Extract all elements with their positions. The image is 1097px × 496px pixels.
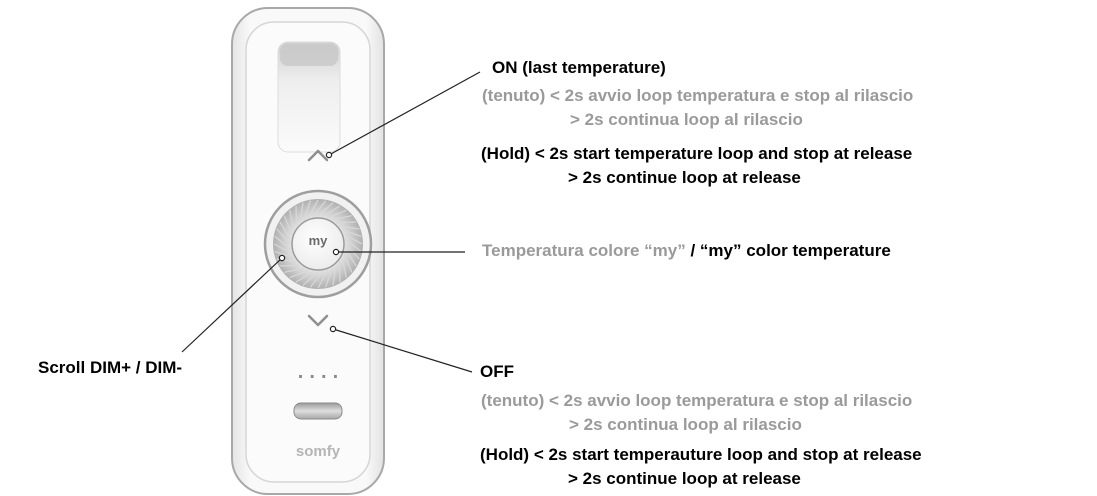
channel-indicator-dots: · · · · bbox=[297, 367, 338, 386]
wheel-groove bbox=[345, 238, 362, 253]
leader-dot-on bbox=[325, 151, 333, 159]
wheel-groove bbox=[302, 271, 319, 286]
leader-line-on bbox=[328, 71, 481, 156]
off-italian-line-2: > 2s continua loop al rilascio bbox=[569, 415, 802, 434]
leader-line-off bbox=[332, 328, 473, 373]
wheel-groove bbox=[284, 267, 305, 273]
wheel-groove bbox=[317, 202, 334, 217]
leader-line-scroll bbox=[181, 257, 283, 353]
wheel-groove bbox=[325, 268, 333, 288]
wheel-groove bbox=[273, 243, 292, 255]
wheel-groove bbox=[322, 205, 341, 217]
wheel-groove bbox=[295, 271, 314, 283]
leader-dot-scroll bbox=[278, 254, 286, 262]
remote-control: my · · · · somfy bbox=[231, 7, 385, 495]
brand-logo: somfy bbox=[296, 443, 341, 460]
wheel-groove bbox=[295, 205, 298, 227]
wheel-groove bbox=[343, 253, 353, 273]
wheel-groove bbox=[342, 229, 362, 237]
wheel-groove bbox=[332, 265, 337, 286]
wheel-groove bbox=[344, 233, 363, 245]
remote-window-shade bbox=[280, 44, 338, 66]
off-english-line-2: > 2s continue loop at release bbox=[568, 469, 801, 488]
wheel-groove bbox=[289, 269, 309, 279]
wheel-groove bbox=[309, 271, 324, 288]
wheel-groove bbox=[274, 251, 294, 259]
on-title: ON (last temperature) bbox=[492, 58, 666, 77]
on-english-line-2: > 2s continue loop at release bbox=[568, 168, 801, 187]
leader-dot-my bbox=[332, 248, 340, 256]
wheel-groove bbox=[335, 221, 357, 224]
my-button[interactable] bbox=[291, 217, 345, 271]
wheel-groove bbox=[283, 215, 293, 235]
my-button-label: my bbox=[309, 233, 329, 248]
chevron-up-icon[interactable] bbox=[307, 149, 329, 162]
channel-selector-button[interactable] bbox=[293, 402, 343, 420]
leader-dot-off bbox=[329, 325, 337, 333]
wheel-groove bbox=[312, 200, 327, 217]
chevron-down-icon[interactable] bbox=[307, 314, 329, 327]
on-italian-line-1: (tenuto) < 2s avvio loop temperatura e s… bbox=[482, 86, 914, 105]
leader-lines bbox=[181, 71, 481, 373]
remote-window bbox=[277, 41, 341, 153]
wheel-groove bbox=[339, 225, 360, 230]
my-callout-english: / “my” color temperature bbox=[685, 241, 891, 260]
scroll-label: Scroll DIM+ / DIM- bbox=[38, 358, 183, 377]
on-english-line-1: (Hold) < 2s start temperature loop and s… bbox=[481, 144, 913, 163]
wheel-groove bbox=[274, 235, 291, 250]
wheel-groove bbox=[279, 264, 301, 267]
wheel-groove bbox=[289, 210, 295, 231]
wheel-groove bbox=[279, 221, 291, 240]
wheel-groove bbox=[307, 199, 319, 218]
wheel-groove bbox=[317, 270, 329, 289]
wheel-groove bbox=[341, 257, 347, 278]
on-italian-line-2: > 2s continua loop al rilascio bbox=[570, 110, 803, 129]
my-callout-italian: Temperatura colore “my” bbox=[482, 241, 686, 260]
wheel-groove bbox=[338, 261, 341, 283]
wheel-groove bbox=[276, 228, 291, 245]
wheel-groove bbox=[331, 215, 352, 221]
wheel-groove bbox=[299, 202, 304, 223]
off-title: OFF bbox=[480, 362, 514, 381]
wheel-groove bbox=[327, 209, 347, 219]
wheel-groove bbox=[303, 200, 311, 220]
my-callout: Temperatura colore “my” / “my” color tem… bbox=[482, 241, 891, 261]
off-english-line-1: (Hold) < 2s start temperauture loop and … bbox=[480, 445, 922, 464]
off-italian-line-1: (tenuto) < 2s avvio loop temperatura e s… bbox=[481, 391, 913, 410]
